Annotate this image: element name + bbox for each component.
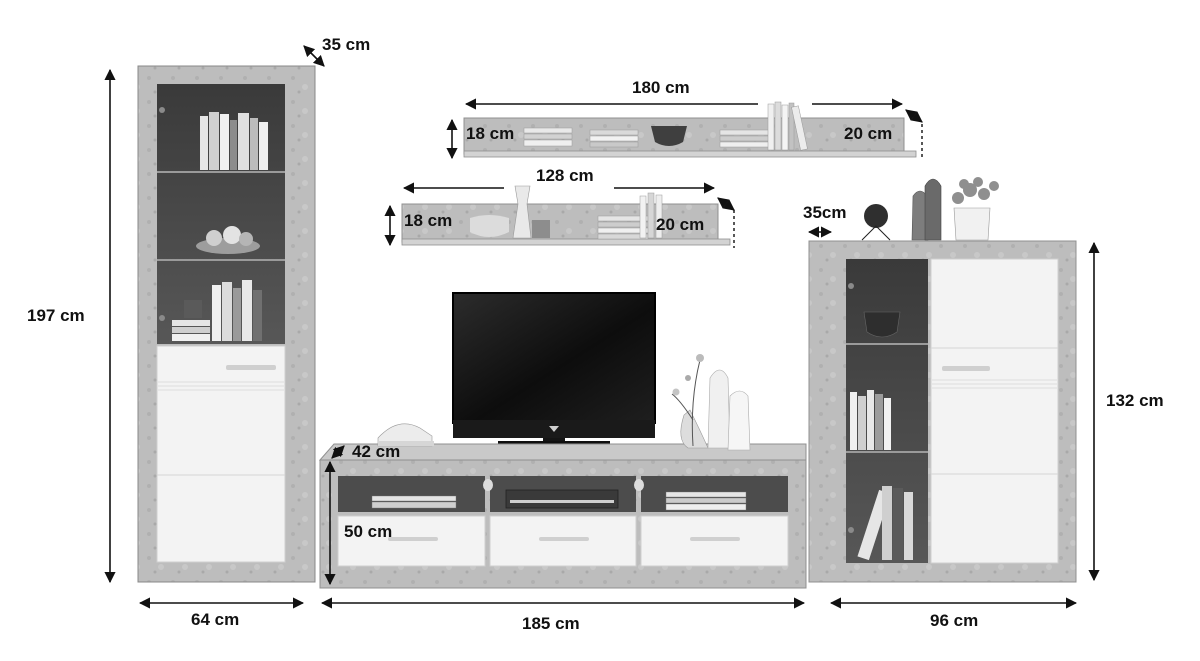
large-shelf-width-label: 180 cm	[632, 78, 690, 97]
small-shelf-width-label: 128 cm	[536, 166, 594, 185]
large-shelf-height-label: 18 cm	[466, 124, 514, 143]
glass-bowl	[651, 126, 687, 146]
books-lower-shelf	[172, 280, 262, 341]
tv-board-height-label: 50 cm	[344, 522, 392, 541]
highboard	[808, 177, 1077, 583]
large-shelf-depth-label: 20 cm	[844, 124, 892, 143]
tv-board-width-label: 185 cm	[522, 614, 580, 633]
lower-door	[156, 345, 286, 563]
highboard-height-label: 132 cm	[1106, 391, 1164, 410]
door-handle	[226, 365, 276, 370]
plant-pot	[953, 207, 991, 241]
vase-tall	[512, 185, 532, 239]
tall-cabinet-height-label: 197 cm	[27, 306, 85, 325]
tall-glass-cabinet	[137, 65, 316, 583]
television	[452, 292, 656, 449]
bowl-small	[470, 215, 509, 237]
books-top-shelf	[200, 112, 268, 170]
decor-orb-stand	[861, 204, 891, 241]
small-shelf-depth-label: 20 cm	[656, 215, 704, 234]
dvd-player	[505, 489, 619, 509]
candle-holder	[532, 220, 550, 238]
wall-shelf-small	[401, 185, 731, 246]
tv-board	[318, 354, 807, 589]
tall-cabinet-width-label: 64 cm	[191, 610, 239, 629]
vase-white	[707, 369, 731, 449]
highboard-white-door	[930, 258, 1059, 564]
small-shelf-height-label: 18 cm	[404, 211, 452, 230]
highboard-depth-label: 35cm	[803, 203, 846, 222]
highboard-width-label: 96 cm	[930, 611, 978, 630]
tv-board-drawer-left	[337, 515, 486, 567]
wall-shelf-large	[463, 101, 917, 158]
tv-board-depth-label: 42 cm	[352, 442, 400, 461]
tall-cabinet-depth-label: 35 cm	[322, 35, 370, 54]
fruit-bowl	[196, 226, 260, 254]
